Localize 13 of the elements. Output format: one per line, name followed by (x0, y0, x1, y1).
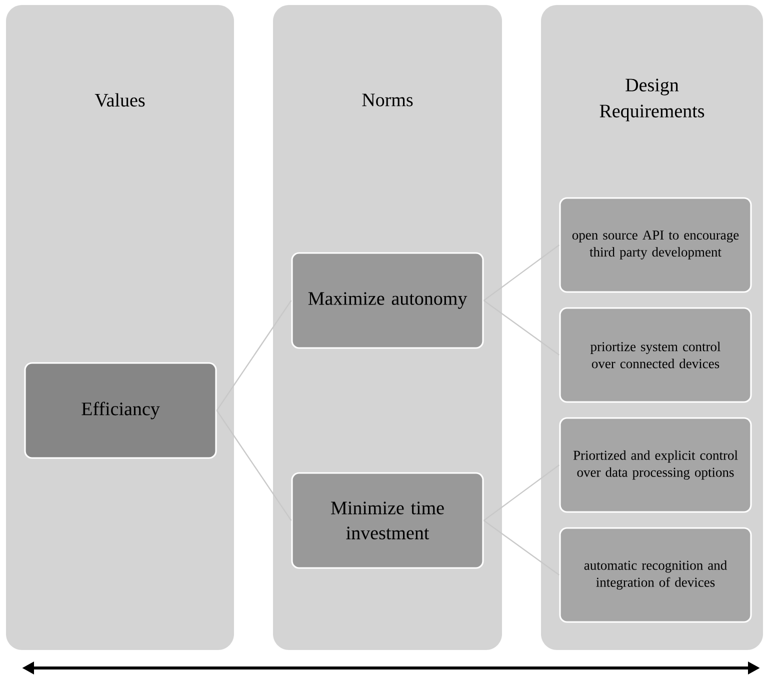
requirement-box: open source API to encourage third party development (559, 197, 752, 293)
norm-box: Maximize autonomy (291, 252, 484, 349)
value-box: Efficiancy (24, 362, 217, 459)
connector-line (483, 464, 560, 521)
connector-line (483, 244, 560, 301)
requirement-box: automatic recognition and integration of devices (559, 527, 752, 623)
requirement-box: Priortized and explicit control over data processing options (559, 417, 752, 513)
connector-line (483, 300, 560, 356)
connector-line (216, 300, 292, 411)
connector-line (483, 520, 560, 576)
norm-box: Minimize time investment (291, 472, 484, 569)
connector-line (216, 410, 292, 521)
requirement-box: priortize system control over connected devices (559, 307, 752, 403)
